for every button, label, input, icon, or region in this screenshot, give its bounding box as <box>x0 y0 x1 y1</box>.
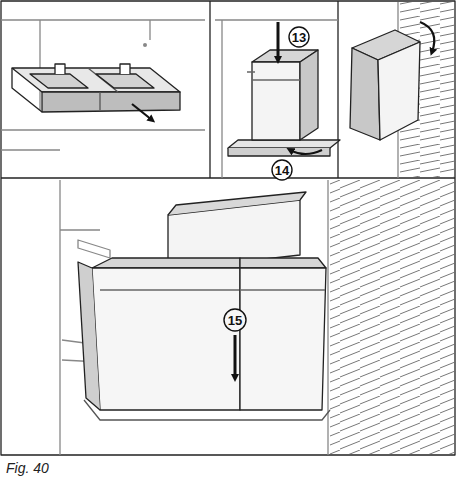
callout-number: 15 <box>228 314 242 327</box>
callout-number: 14 <box>275 164 289 177</box>
figure-caption: Fig. 40 <box>6 460 49 476</box>
callout-number: 13 <box>292 31 306 44</box>
